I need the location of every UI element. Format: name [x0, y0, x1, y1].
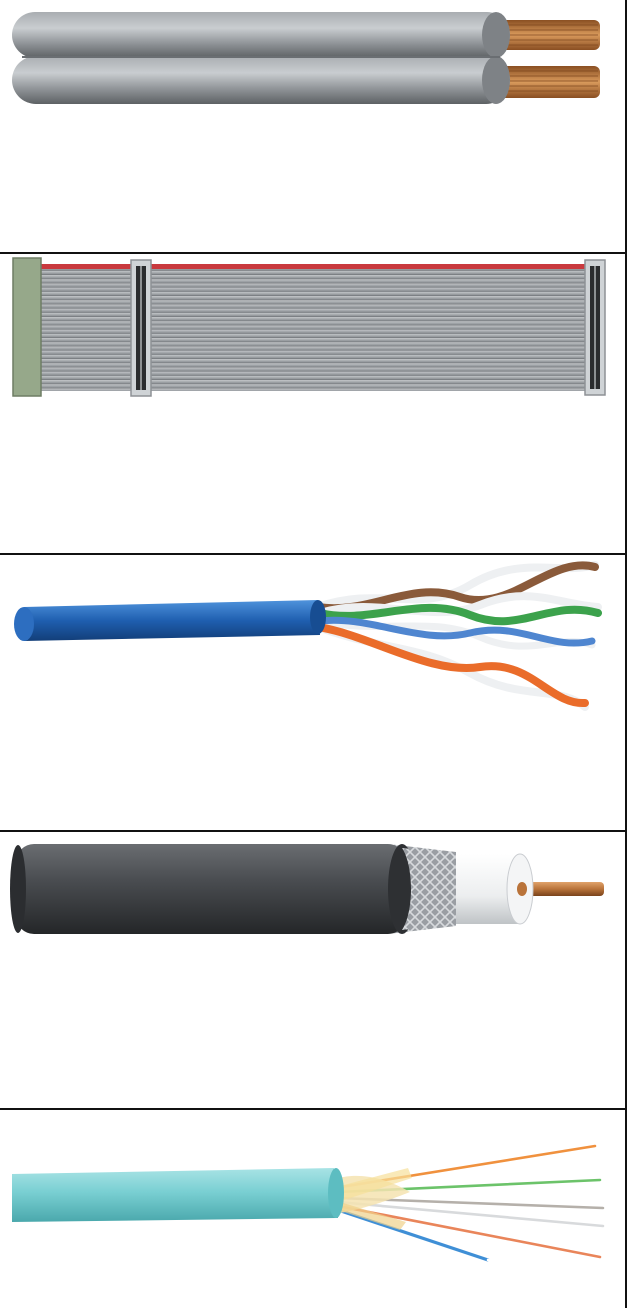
aramid-yarn [332, 1168, 412, 1230]
right-border [625, 0, 627, 1308]
panel-divider [0, 1108, 626, 1110]
orange-pair [314, 623, 589, 711]
panel-divider [0, 553, 626, 555]
two-conductor-zip-cord-icon [12, 12, 600, 104]
zip-cord-jacket [12, 12, 510, 104]
wire-pairs [314, 561, 602, 711]
blue-pair [316, 616, 596, 650]
zip-cord-panel [0, 0, 625, 252]
fiber-optic-cable-icon [12, 1144, 605, 1300]
connector-pin-grid [140, 266, 596, 390]
coaxial-cable-icon [10, 844, 604, 934]
panel-divider [0, 252, 626, 254]
blue-jacket [14, 600, 326, 641]
black-jacket [10, 844, 416, 934]
twisted-pair-panel [0, 555, 625, 830]
braided-shield-front [402, 848, 456, 930]
dielectric-insulator [454, 853, 534, 925]
fiber-optic-panel [0, 1110, 625, 1308]
twisted-pair-cable-icon [14, 561, 602, 711]
ribbon-cable-icon [12, 257, 606, 397]
aqua-jacket [12, 1168, 344, 1222]
green-edge-connector [12, 257, 42, 397]
ribbon-cable-panel [0, 254, 625, 553]
green-pair [316, 592, 602, 626]
copper-conductor-top [488, 20, 600, 50]
panel-divider [0, 830, 626, 832]
coaxial-panel [0, 832, 625, 1108]
center-conductor [518, 882, 604, 896]
ribbon-wires [36, 264, 592, 391]
